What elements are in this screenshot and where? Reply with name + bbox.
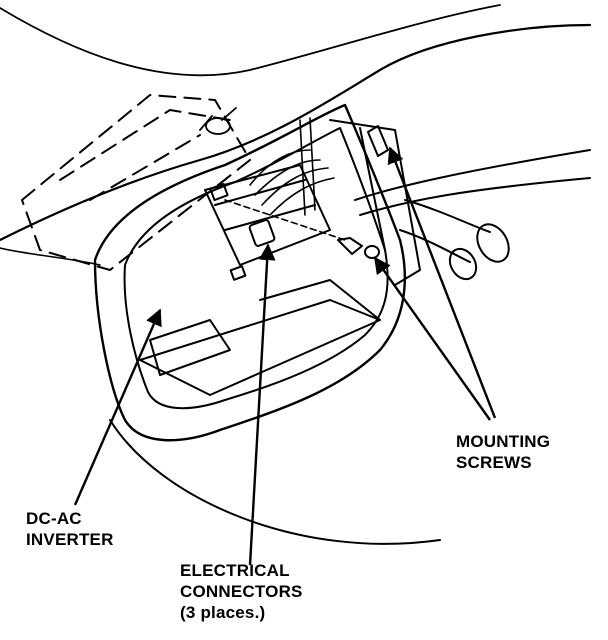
screw-leader-arrow-lower bbox=[374, 256, 491, 421]
door-panel-lower-edge bbox=[0, 247, 101, 266]
screw-leader-arrow-upper bbox=[387, 146, 497, 419]
inverter-callout-line-2: INVERTER bbox=[26, 530, 114, 549]
connector-plug-icon bbox=[209, 182, 276, 281]
connectors-callout-line-2: CONNECTORS bbox=[180, 582, 303, 601]
harness-route-line bbox=[224, 199, 346, 241]
trim-opening-outer bbox=[93, 103, 406, 442]
screws-callout-line-1: MOUNTING bbox=[456, 432, 551, 451]
connectors-callout-line-3: (3 places.) bbox=[180, 603, 266, 622]
inverter-callout-line-1: DC-AC bbox=[26, 509, 82, 528]
connectors-callout: ELECTRICAL CONNECTORS (3 places.) bbox=[180, 560, 303, 623]
connectors-callout-line-1: ELECTRICAL bbox=[180, 561, 290, 580]
wiring-harness bbox=[249, 117, 335, 216]
inverter-callout: DC-AC INVERTER bbox=[26, 508, 114, 550]
screws-callout: MOUNTING SCREWS bbox=[456, 431, 550, 473]
inverter-body bbox=[139, 164, 381, 396]
door-panel-upper-edge bbox=[0, 4, 501, 77]
lower-trim-curve bbox=[109, 419, 441, 545]
screws-callout-line-2: SCREWS bbox=[456, 453, 532, 472]
connector-leader-arrow bbox=[248, 243, 276, 566]
phantom-screw-icon bbox=[199, 107, 237, 135]
phantom-outline bbox=[21, 94, 251, 271]
hose-assembly bbox=[354, 149, 591, 281]
inverter-leader-arrow bbox=[73, 308, 162, 506]
